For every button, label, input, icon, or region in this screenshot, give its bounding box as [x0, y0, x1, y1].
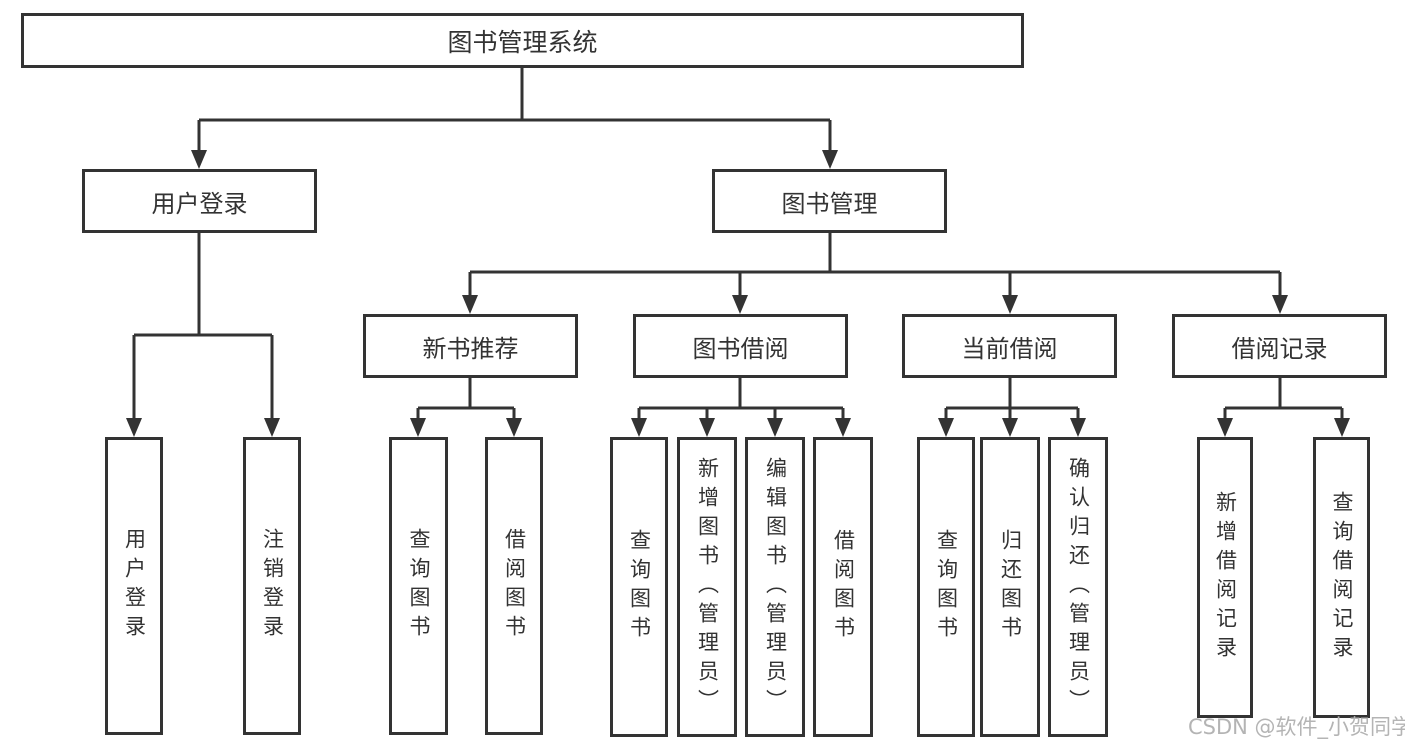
node-book-borrow: 图书借阅: [633, 314, 848, 378]
node-new-book-recommend: 新书推荐: [363, 314, 578, 378]
leaf-query-books-current: 查询图书: [917, 437, 975, 737]
node-label: 当前借阅: [961, 334, 1058, 363]
node-label: 借阅图书: [502, 528, 527, 644]
node-book-management: 图书管理: [712, 169, 947, 233]
node-user-login: 用户登录: [82, 169, 317, 233]
csdn-watermark: CSDN @软件_小贺同学: [1188, 715, 1405, 739]
node-label: 用户登录: [122, 528, 147, 644]
leaf-logout: 注销登录: [243, 437, 301, 735]
node-label: 编辑图书（管理员）: [763, 456, 788, 718]
node-label: 查询借阅记录: [1330, 490, 1355, 665]
node-label: 图书借阅: [692, 334, 789, 363]
node-label: 查询图书: [407, 528, 432, 644]
leaf-borrow-books-recommend: 借阅图书: [485, 437, 543, 735]
node-library-management-system: 图书管理系统: [21, 13, 1024, 68]
node-label: 确认归还（管理员）: [1066, 456, 1091, 718]
leaf-query-books-borrow: 查询图书: [610, 437, 668, 737]
node-current-borrow: 当前借阅: [902, 314, 1117, 378]
node-label: 借阅图书: [831, 529, 856, 645]
node-label: 查询图书: [934, 529, 959, 645]
node-label: 用户登录: [151, 189, 248, 218]
node-label: 图书管理系统: [447, 27, 598, 57]
leaf-add-borrow-record: 新增借阅记录: [1197, 437, 1253, 718]
node-borrow-records: 借阅记录: [1172, 314, 1387, 378]
node-label: 归还图书: [998, 529, 1023, 645]
leaf-query-borrow-record: 查询借阅记录: [1313, 437, 1370, 718]
leaf-edit-book-admin: 编辑图书（管理员）: [745, 437, 805, 737]
node-label: 图书管理: [781, 189, 878, 218]
leaf-return-book: 归还图书: [980, 437, 1040, 737]
node-label: 新书推荐: [422, 334, 519, 363]
node-label: 新增借阅记录: [1213, 490, 1238, 665]
node-label: 新增图书（管理员）: [695, 456, 720, 718]
leaf-user-login: 用户登录: [105, 437, 163, 735]
node-label: 查询图书: [627, 529, 652, 645]
node-label: 借阅记录: [1231, 334, 1328, 363]
leaf-borrow-books: 借阅图书: [813, 437, 873, 737]
arrowheads: [126, 150, 1350, 437]
leaf-query-books-recommend: 查询图书: [389, 437, 448, 735]
leaf-confirm-return-admin: 确认归还（管理员）: [1048, 437, 1108, 737]
node-label: 注销登录: [260, 528, 285, 644]
leaf-add-book-admin: 新增图书（管理员）: [677, 437, 737, 737]
